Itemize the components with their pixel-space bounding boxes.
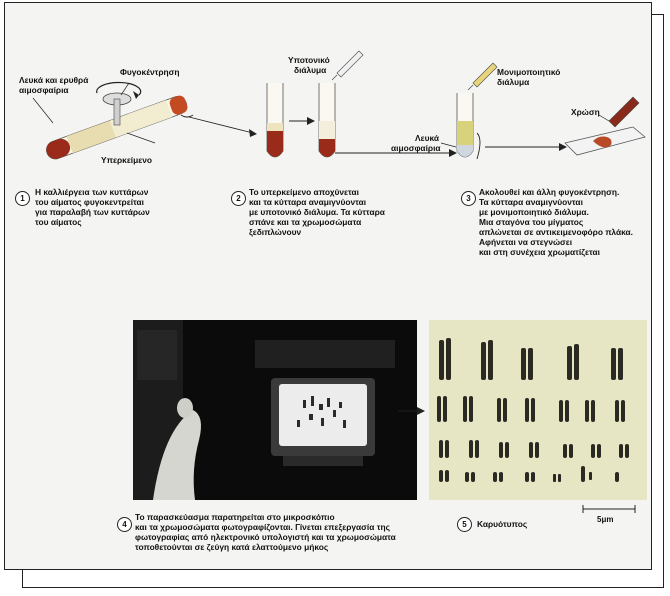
test-tube-3 (456, 93, 474, 158)
microscope-lab-photo (133, 320, 417, 500)
arrow-line (188, 116, 254, 134)
centrifuge-tube (46, 95, 188, 160)
step-4-caption: Το παρασκεύασμα παρατηρείται στο μικροσκ… (135, 512, 396, 552)
label-hypotonic-solution: Υποτονικό διάλυμα (288, 55, 330, 75)
label-centrifuge: Φυγοκέντρηση (120, 67, 180, 77)
step-3-badge: 3 (461, 191, 476, 206)
step-2-badge: 2 (231, 191, 246, 206)
label-white-cells: Λευκά αιμοσφαίρια (391, 133, 441, 153)
pipette-fixative-icon (467, 62, 498, 91)
step-5-caption: Καρυότυπος (477, 519, 528, 529)
pipette-hypotonic-icon (331, 50, 364, 81)
stain-dropper-icon (608, 96, 640, 128)
microscope-slide (564, 126, 646, 156)
centrifuge-rotor-icon (96, 81, 142, 126)
label-supernatant: Υπερκείμενο (101, 155, 152, 165)
monitor-screen (279, 384, 367, 446)
test-tube-1 (266, 83, 284, 158)
step-3-caption: Ακολουθεί και άλλη φυγοκέντρηση.Τα κύττα… (479, 187, 633, 257)
karyotype-photo (429, 320, 647, 500)
label-fixative-solution: Μονιμοποιητικό διάλυμα (497, 67, 561, 87)
pointer-line (32, 97, 54, 124)
pointer-line (120, 82, 130, 96)
label-stain: Χρώση (571, 107, 600, 117)
test-tube-2 (318, 83, 336, 158)
figure-panel: Λευκά και ερυθρά αιμοσφαίρια Φυγοκέντρησ… (4, 2, 652, 570)
scale-bar-label: 5μm (597, 515, 614, 524)
label-blood-cells: Λευκά και ερυθρά αιμοσφαίρια (19, 75, 89, 95)
pointer-line (126, 132, 156, 144)
step-1-badge: 1 (15, 191, 30, 206)
procedure-diagram (32, 50, 646, 160)
step-5-badge: 5 (457, 517, 472, 532)
step-4-badge: 4 (117, 517, 132, 532)
arrow-head-icon (249, 129, 257, 137)
